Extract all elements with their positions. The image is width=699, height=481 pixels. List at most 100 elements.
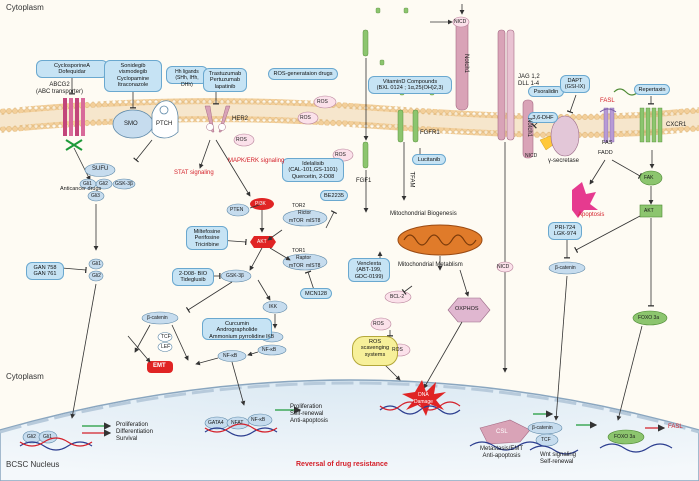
ptch-label: PTCH: [156, 121, 173, 127]
nfat-label: NFAT: [231, 420, 244, 426]
nicd2-label: NICD: [525, 153, 538, 159]
nfkb1-label: NF-κB: [262, 347, 277, 353]
mito-biogenesis-label: Mitochondrial Biogenesis: [390, 211, 457, 217]
ros-clouds: [233, 95, 411, 357]
gli-nuc2-label: Gli1: [43, 434, 52, 440]
akt-right-label: AKT: [644, 208, 654, 214]
nfkb-nuc-label: NF-κB: [251, 417, 266, 423]
hh-ligands-box: Hh ligands (SHh, IHh, DHh): [166, 66, 208, 88]
mcn128-box: MCN128: [300, 288, 332, 299]
cxcr1-receptor: [639, 107, 663, 143]
tcf-left-label: TCF: [161, 334, 171, 340]
fak-label: FAK: [644, 175, 654, 181]
gan-box: GAN 758 GAN 761: [26, 262, 64, 280]
her2-receptor: [204, 105, 231, 133]
ros-label-1: ROS: [317, 99, 328, 105]
fasl-label: FASL: [600, 98, 615, 104]
dapt-box: DAPT (GSI-IX): [560, 75, 590, 93]
notch-left-label: Notch1: [463, 53, 470, 74]
fgfr1-label: FGFR1: [420, 130, 440, 136]
ros-label-3: ROS: [236, 137, 247, 143]
prolif-mid-label: Proliferation Self-renewal Anti-apoptosi…: [290, 404, 329, 424]
miltefosine-box: Miltefosine Perifosine Triciribine: [186, 226, 228, 250]
akt-right-node: [639, 204, 663, 218]
venclexta-box: Venclexta (ABT-199, GDC-0199): [348, 258, 390, 282]
fadd-label: FADD: [598, 150, 613, 156]
tcf-nuc-label: TCF: [541, 437, 551, 443]
fgf1-label: FGF1: [356, 178, 372, 184]
notch-ligand: [497, 29, 506, 141]
ikb-label: IKB: [266, 334, 275, 340]
abcg2-transporter: [63, 98, 85, 151]
gli2-label: Gli2: [99, 181, 108, 187]
apoptosis-cell: [572, 182, 598, 218]
be2235-box: BE2235: [320, 190, 348, 201]
ikk-label: IKK: [269, 304, 278, 310]
lef-label: LEF: [161, 344, 171, 350]
vitamind-box: VitaminD Compounds (BXL 0124 ; 1α,25(OH)…: [368, 76, 452, 94]
mito-metabolism-label: Mitochondrial Metablism: [398, 262, 463, 268]
gamma-secretase-label: γ-secretase: [548, 158, 580, 164]
ros-label-4: ROS: [335, 152, 346, 158]
pten-label: PTEN: [230, 207, 244, 213]
metastasis-label: Metastasis/EMT Anti-apoptosis: [480, 446, 524, 459]
bcat-left-label: β-catenin: [147, 315, 168, 321]
fas-label: FAS: [602, 140, 613, 146]
mlst8-2-label: mlST8: [306, 263, 321, 269]
tor2-label: TOR2: [292, 203, 306, 209]
reversal-title: Reversal of drug resistance: [296, 461, 388, 468]
raptor-label: Raptor: [296, 255, 312, 261]
ros-label-2: ROS: [300, 115, 311, 121]
nicd3-label: NICD: [497, 264, 510, 270]
jag-label: JAG 1,2 DLL 1-4: [518, 74, 540, 87]
gli-left1-label: Gli1: [92, 261, 101, 267]
trastuzumab-box: Trastuzumab Pertuzumab lapatinib: [203, 68, 247, 92]
tfam-label: TFAM: [408, 171, 415, 188]
nicd-label: NICD: [454, 19, 467, 25]
pten-node: [226, 203, 250, 217]
tor1-label: TOR1: [292, 248, 306, 254]
foxo-nuc-label: FOXO 3a: [614, 434, 636, 440]
foxo-label: FOXO 3a: [638, 315, 660, 321]
output-arrows: [82, 406, 666, 437]
plasma-membrane: [0, 98, 699, 139]
fasl-nuc-label: FASL: [668, 424, 683, 430]
gli-left2-label: Gli2: [92, 273, 101, 279]
rictor-label: Rictor: [298, 210, 312, 216]
ros-label-5: ROS: [373, 321, 384, 327]
abcg2-label: ABCG2 (ABC transporter): [36, 82, 84, 95]
nucleus-label: BCSC Nucleus: [6, 460, 60, 469]
mlst8-1-label: mlST8: [306, 218, 321, 224]
fak-node: [639, 170, 663, 186]
foxo-node: [632, 310, 668, 326]
ros-scavenging-box: ROS scavenging systems: [352, 336, 398, 366]
gli1-label: Gli1: [83, 181, 92, 187]
gamma-secretase: [550, 115, 580, 157]
lucitanib-box: Lucitanib: [412, 154, 446, 165]
bcat-mid-label: β-catenin: [555, 265, 576, 271]
emt-label: EMT: [153, 363, 166, 369]
smo-label: SMO: [124, 121, 138, 127]
cxcr1-label: CXCR1: [666, 122, 687, 128]
gata4-label: GATA4: [208, 420, 224, 426]
oxphos-label: OXPHOS: [455, 306, 479, 312]
apoptosis-label: Apoptosis: [578, 212, 605, 218]
csl-label: CSL: [496, 429, 508, 435]
ros-drugs-box: ROS-generataion drugs: [268, 68, 338, 80]
ros-label-6: ROS: [392, 347, 403, 353]
gli-nuc1-label: Gli2: [27, 434, 36, 440]
idelalisib-box: Idelalisib (CAL-101,GS-1101) Quercetin, …: [282, 158, 344, 182]
nucleus-complexes: [22, 413, 645, 447]
her2-label: HER2: [232, 116, 249, 122]
prolif-left-label: Proliferation Differentiation Survival: [116, 422, 153, 442]
notch-right-label: Notch1: [526, 117, 533, 138]
mapk-label: MAPK/ERK signaling: [228, 158, 285, 164]
d08-bio-box: 2-D08- BIO Tideglusib: [172, 268, 214, 286]
ptch-receptor: [151, 100, 179, 139]
anticancer-label: Anticancer drugs: [60, 186, 102, 192]
bcl2-label: BCL-2: [390, 294, 405, 300]
oxphos-node: [447, 297, 491, 323]
pi3k-label: PI3K: [255, 201, 266, 207]
